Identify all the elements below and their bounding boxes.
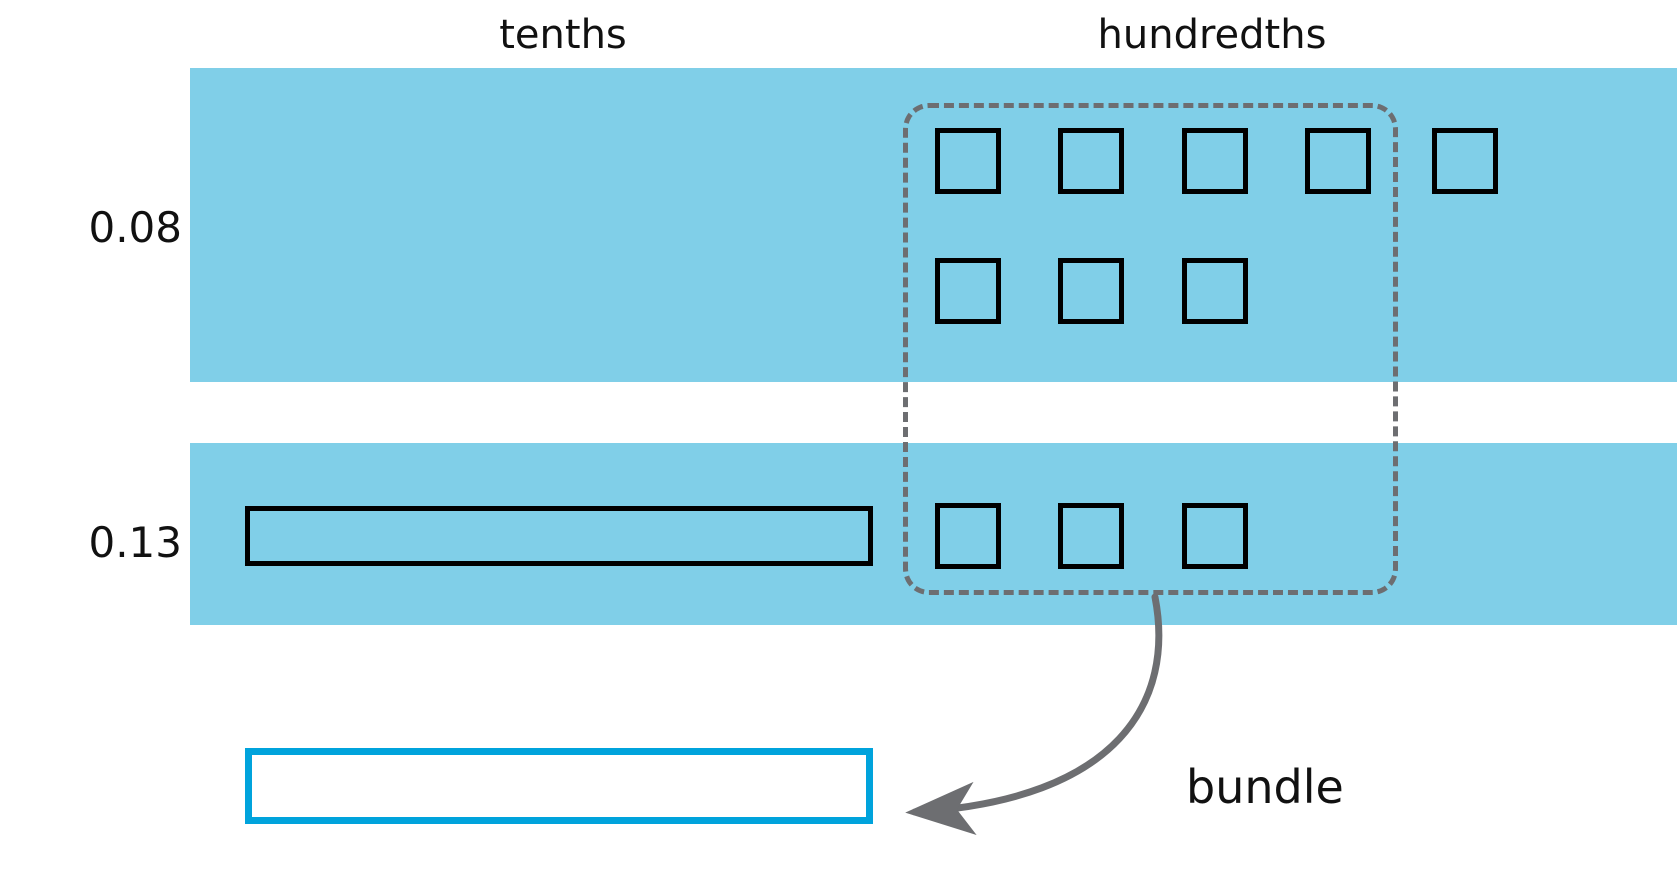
row-label-1: 0.13 — [0, 518, 182, 567]
bundle-arrow-path — [905, 593, 1163, 836]
hundredth-square — [1058, 258, 1124, 324]
hundredth-square — [1058, 128, 1124, 194]
column-header-tenths: tenths — [263, 12, 863, 58]
hundredth-square — [935, 503, 1001, 569]
hundredth-square — [1182, 503, 1248, 569]
row-label-0: 0.08 — [0, 203, 182, 252]
hundredth-square — [1305, 128, 1371, 194]
hundredth-square — [935, 128, 1001, 194]
tenth-bar — [245, 506, 873, 566]
hundredth-square — [935, 258, 1001, 324]
hundredth-square — [1182, 128, 1248, 194]
hundredth-square — [1432, 128, 1498, 194]
column-header-hundredths: hundredths — [912, 12, 1512, 58]
hundredth-square — [1058, 503, 1124, 569]
row-label-0-text: 0.08 — [88, 203, 182, 252]
bundle-caption: bundle — [1186, 760, 1344, 814]
column-header-hundredths-text: hundredths — [1097, 12, 1327, 58]
column-header-tenths-text: tenths — [499, 12, 627, 58]
bundle-caption-text: bundle — [1186, 760, 1344, 814]
bundled-tenth-result-bar — [245, 748, 873, 824]
bundle-selection-outline — [903, 103, 1398, 595]
hundredth-square — [1182, 258, 1248, 324]
place-value-band-row-0 — [190, 68, 1677, 382]
row-label-1-text: 0.13 — [88, 518, 182, 567]
